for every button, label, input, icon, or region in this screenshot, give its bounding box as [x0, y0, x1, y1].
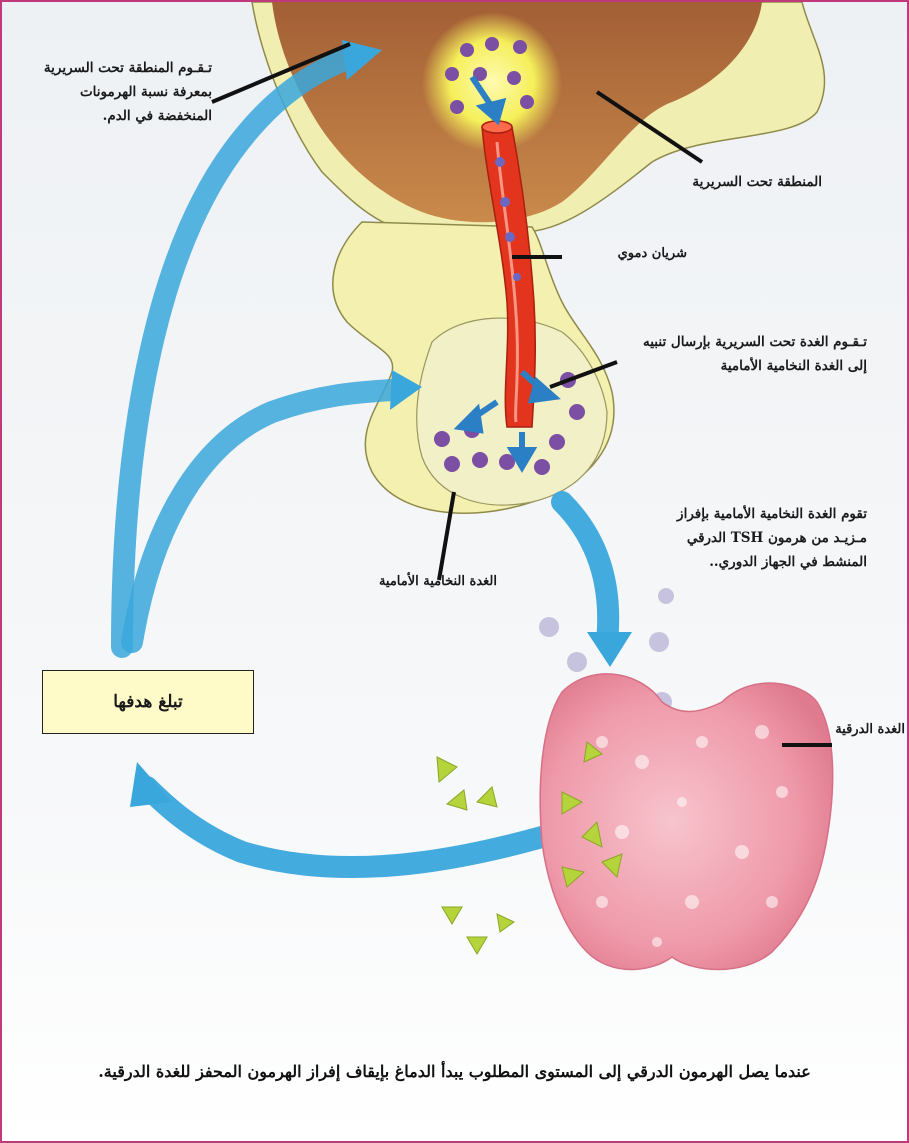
label-line: المنخفضة في الدم. — [42, 104, 212, 128]
label-line: إلى الغدة النخامية الأمامية — [562, 354, 867, 378]
label-signal: تـقـوم الغدة تحت السريرية بإرسال تنبيه إ… — [562, 330, 867, 378]
label-line: تـقـوم المنطقة تحت السريرية — [42, 56, 212, 80]
label-tsh-release: تقوم الغدة النخامية الأمامية بإفراز مـزي… — [612, 502, 867, 574]
caption: عندما يصل الهرمون الدرقي إلى المستوى الم… — [22, 1062, 887, 1081]
label-hypothalamus-detect: تـقـوم المنطقة تحت السريرية بمعرفة نسبة … — [42, 56, 212, 128]
label-hypothalamus: المنطقة تحت السريرية — [642, 170, 822, 194]
label-thyroid: الغدة الدرقية — [802, 718, 905, 742]
thyroid-gland — [540, 674, 832, 970]
label-blood-vessel: شريان دموي — [567, 242, 687, 266]
goal-box: تبلغ هدفها — [42, 670, 254, 734]
label-line: المنشط في الجهاز الدوري.. — [612, 550, 867, 574]
label-line: بمعرفة نسبة الهرمونات — [42, 80, 212, 104]
label-anterior-pituitary: الغدة النخامية الأمامية — [317, 570, 497, 594]
label-line: مـزيـد من هرمون TSH الدرقي — [612, 526, 867, 550]
label-line: تـقـوم الغدة تحت السريرية بإرسال تنبيه — [562, 330, 867, 354]
label-line: تقوم الغدة النخامية الأمامية بإفراز — [612, 502, 867, 526]
